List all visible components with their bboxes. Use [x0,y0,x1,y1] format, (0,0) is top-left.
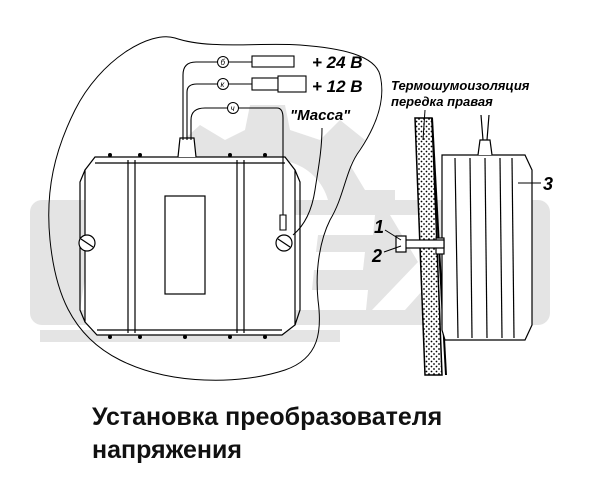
fastener-nut [395,235,407,253]
wire-tag-b-label: б [221,58,226,67]
fastener-shank [399,239,445,249]
bolt-slot [80,238,94,248]
side-view-fin-2 [469,157,473,339]
wire-tag-ch [227,102,239,114]
rivet [108,335,112,339]
massa-leader-line [292,127,323,236]
voltage-converter [78,137,301,339]
connectors [228,55,307,93]
callout-1-leader [384,229,402,241]
label-insulation-line1: Термошумоизоляция [391,78,530,93]
converter-side-flange-right [294,169,301,326]
wire-tag-k-label: к [221,80,226,89]
converter-outline-loop [48,36,383,381]
side-view-fin-5 [511,157,515,339]
wire-ground [190,107,284,215]
converter-window [164,195,206,295]
label-plus-24v: + 24 В [312,53,363,72]
side-view-body [441,154,533,341]
wiring [182,61,287,231]
cable-gland [177,137,197,158]
rivet [108,153,112,157]
ground-terminal [279,214,287,231]
insulation-leader-line [422,109,426,141]
rivet [183,335,187,339]
side-view-cable [480,114,490,141]
connector-12v-housing [251,77,279,91]
rivet [263,335,267,339]
mounting-bolt-right [275,234,293,252]
caption-line-2: напряжения [92,436,242,464]
wire-12v [186,83,222,140]
label-plus-12v: + 12 В [312,77,363,96]
side-view-fin-4 [499,157,503,339]
callout-1: 1 [374,217,384,237]
side-view-fin-3 [484,157,488,339]
side-view-fin-1 [454,157,459,339]
mounting-bolt-left [78,234,96,252]
side-view-top-cap [477,139,493,156]
callout-2: 2 [371,246,382,266]
rivet [228,153,232,157]
rivet [138,153,142,157]
converter-side-view [435,114,533,341]
label-insulation-line2: передка правая [391,94,493,109]
callout-2-leader [383,245,402,253]
wire-24v [182,61,222,140]
rivet [138,335,142,339]
panel-fastener [395,235,445,253]
wire-tags [217,56,239,114]
label-massa: "Масса" [290,107,351,124]
rivet [263,153,267,157]
rivet [228,335,232,339]
converter-housing [84,156,296,336]
bolt-slot [277,238,291,248]
callout-3: 3 [543,174,553,194]
caption-line-1: Установка преобразователя [92,403,443,431]
wire-tag-ch-label: ч [231,104,235,113]
watermark-letter-e [285,215,375,310]
connector-24v [251,55,295,68]
connector-12v-plug [277,75,307,93]
